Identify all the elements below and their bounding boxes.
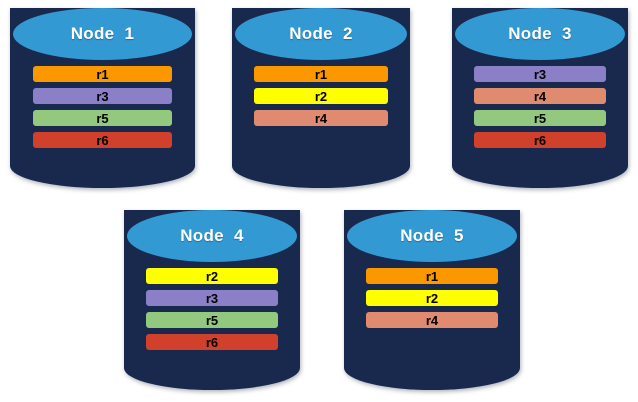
- cylinder-lid-icon: Node 5: [347, 210, 517, 262]
- node-label: Node 4: [180, 226, 244, 245]
- node-cylinder-4[interactable]: Node 4 r2 r3 r5 r6: [124, 210, 300, 390]
- replica-row-list: r1 r3 r5 r6: [10, 66, 195, 154]
- replica-bar[interactable]: r5: [146, 312, 278, 328]
- node-label: Node 5: [400, 226, 464, 245]
- replica-label: r4: [533, 88, 547, 104]
- replica-row-list: r2 r3 r5 r6: [124, 268, 300, 356]
- node-cylinder-5[interactable]: Node 5 r1 r2 r4: [344, 210, 520, 390]
- replica-bar[interactable]: r5: [33, 110, 172, 126]
- cylinder-lid-icon: Node 1: [13, 8, 192, 60]
- replica-label: r6: [96, 132, 109, 148]
- replica-label: r2: [314, 88, 328, 104]
- replica-bar[interactable]: r4: [254, 110, 388, 126]
- cylinder-lid-icon: Node 3: [455, 8, 625, 60]
- replica-bar[interactable]: r2: [254, 88, 388, 104]
- replica-bar[interactable]: r4: [474, 88, 606, 104]
- replica-bar[interactable]: r3: [474, 66, 606, 82]
- replica-label: r1: [314, 66, 328, 82]
- node-cylinder-1[interactable]: Node 1 r1 r3 r5 r6: [10, 8, 195, 188]
- replica-bar[interactable]: r2: [146, 268, 278, 284]
- replica-bar[interactable]: r6: [474, 132, 606, 148]
- node-label: Node 2: [289, 24, 353, 43]
- node-label: Node 1: [70, 24, 135, 43]
- replica-label: r3: [96, 88, 109, 104]
- node-label: Node 3: [508, 24, 572, 43]
- replica-label: r2: [425, 290, 439, 306]
- replica-bar[interactable]: r1: [33, 66, 172, 82]
- replica-label: r6: [533, 132, 547, 148]
- cylinder-lid-icon: Node 4: [127, 210, 297, 262]
- replica-label: r4: [314, 110, 328, 126]
- replica-bar[interactable]: r1: [366, 268, 498, 284]
- replica-bar[interactable]: r6: [33, 132, 172, 148]
- replica-bar[interactable]: r4: [366, 312, 498, 328]
- replica-label: r5: [533, 110, 547, 126]
- replica-row-list: r3 r4 r5 r6: [452, 66, 628, 154]
- cylinder-lid-icon: Node 2: [235, 8, 407, 60]
- replica-bar[interactable]: r3: [33, 88, 172, 104]
- node-cylinder-2[interactable]: Node 2 r1 r2 r4: [232, 8, 410, 188]
- replica-label: r3: [205, 290, 219, 306]
- replica-row-list: r1 r2 r4: [232, 66, 410, 132]
- replica-label: r2: [205, 268, 219, 284]
- replica-bar[interactable]: r3: [146, 290, 278, 306]
- replica-bar[interactable]: r6: [146, 334, 278, 350]
- replica-label: r5: [96, 110, 109, 126]
- node-cylinder-3[interactable]: Node 3 r3 r4 r5 r6: [452, 8, 628, 188]
- replica-bar[interactable]: r5: [474, 110, 606, 126]
- replica-label: r3: [533, 66, 547, 82]
- replica-bar[interactable]: r2: [366, 290, 498, 306]
- replica-label: r1: [425, 268, 439, 284]
- replica-row-list: r1 r2 r4: [344, 268, 520, 334]
- replica-label: r6: [205, 334, 219, 350]
- replica-label: r4: [425, 312, 439, 328]
- replica-label: r1: [96, 66, 109, 82]
- replica-bar[interactable]: r1: [254, 66, 388, 82]
- replica-label: r5: [205, 312, 219, 328]
